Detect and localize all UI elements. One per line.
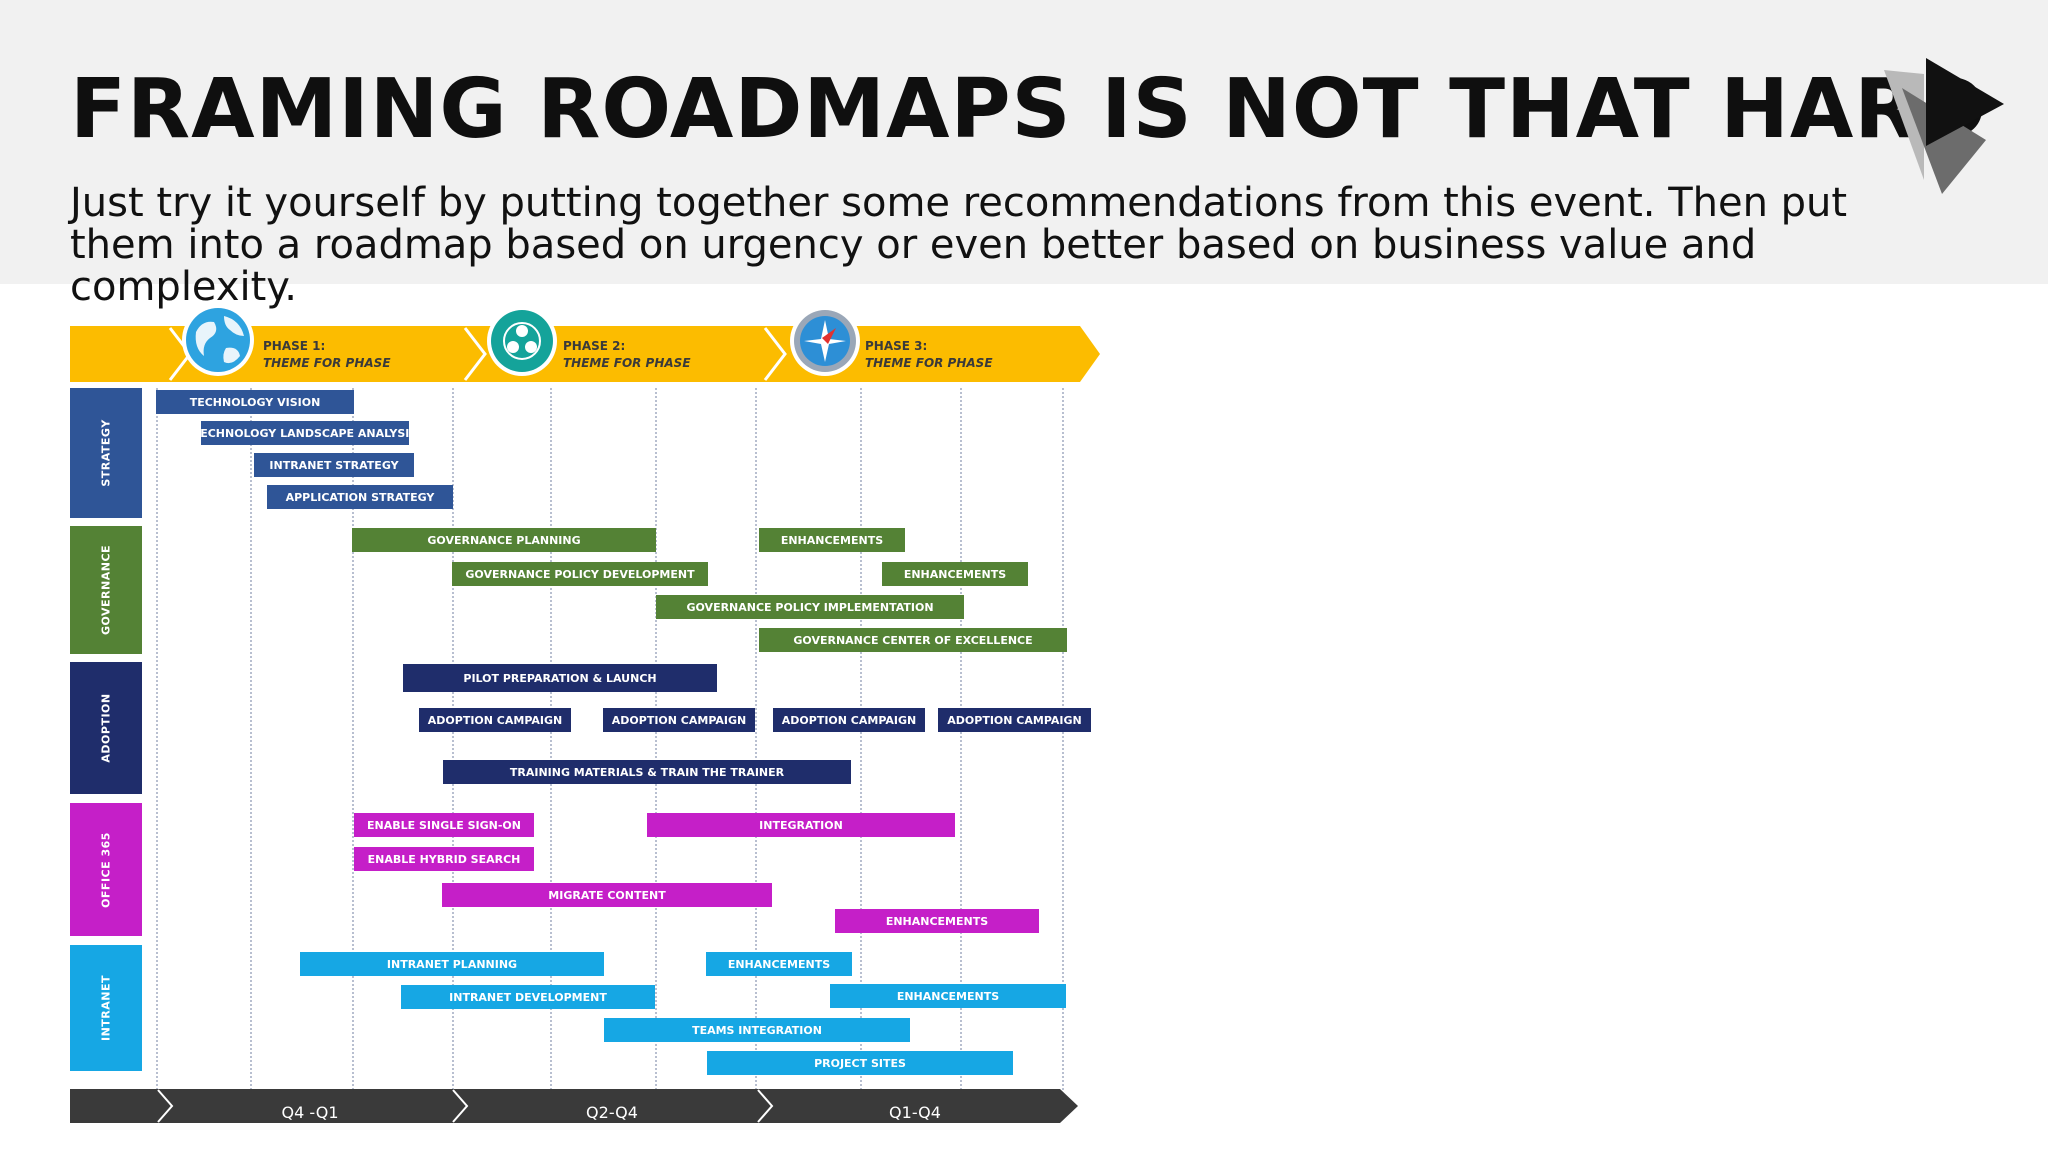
timeline-bar-fill xyxy=(70,1089,1078,1123)
lane-label: INTRANET xyxy=(99,974,113,1042)
task-bar: ENHANCEMENTS xyxy=(759,528,905,552)
task-bar: TECHNOLOGY LANDSCAPE ANALYSIS xyxy=(201,421,409,445)
time-guide xyxy=(352,388,354,1090)
lane-label: STRATEGY xyxy=(99,419,113,487)
phase-1-theme: THEME FOR PHASE xyxy=(263,356,391,370)
timeline-divider-3 xyxy=(757,1089,774,1123)
phase-3-label: PHASE 3: THEME FOR PHASE xyxy=(865,338,993,372)
phase-2-name: PHASE 2: xyxy=(563,339,626,353)
lane-label: OFFICE 365 xyxy=(99,831,113,908)
timeline-bar xyxy=(70,1089,1078,1123)
time-guide xyxy=(860,388,862,1090)
lane-office-365: OFFICE 365 xyxy=(70,803,142,936)
period-label-2: Q2-Q4 xyxy=(586,1103,638,1122)
time-guide xyxy=(655,388,657,1090)
time-guide xyxy=(755,388,757,1090)
lane-adoption: ADOPTION xyxy=(70,662,142,794)
time-guide xyxy=(250,388,252,1090)
phase-divider-3 xyxy=(763,327,787,381)
task-bar: ENABLE HYBRID SEARCH xyxy=(354,847,534,871)
lane-governance: GOVERNANCE xyxy=(70,526,142,654)
phase-1-name: PHASE 1: xyxy=(263,339,326,353)
time-guide xyxy=(960,388,962,1090)
time-guide xyxy=(1062,388,1064,1090)
lane-label: ADOPTION xyxy=(99,693,113,763)
task-bar: GOVERNANCE POLICY IMPLEMENTATION xyxy=(656,595,964,619)
task-bar: INTRANET DEVELOPMENT xyxy=(401,985,655,1009)
phase-2-label: PHASE 2: THEME FOR PHASE xyxy=(563,338,691,372)
task-bar: MIGRATE CONTENT xyxy=(442,883,772,907)
task-bar: ENHANCEMENTS xyxy=(835,909,1039,933)
task-bar: ENHANCEMENTS xyxy=(706,952,852,976)
page-title: FRAMING ROADMAPS IS NOT THAT HARD xyxy=(70,62,1988,157)
task-bar: ADOPTION CAMPAIGN xyxy=(773,708,925,732)
task-bar: ENABLE SINGLE SIGN-ON xyxy=(354,813,534,837)
lane-strategy: STRATEGY xyxy=(70,388,142,518)
play-logo-icon xyxy=(1884,58,2004,194)
period-label-3: Q1-Q4 xyxy=(889,1103,941,1122)
task-bar: INTRANET PLANNING xyxy=(300,952,604,976)
task-bar: ADOPTION CAMPAIGN xyxy=(938,708,1091,732)
phase-1-label: PHASE 1: THEME FOR PHASE xyxy=(263,338,391,372)
task-bar: GOVERNANCE CENTER OF EXCELLENCE xyxy=(759,628,1067,652)
task-bar: ENHANCEMENTS xyxy=(830,984,1066,1008)
time-guide xyxy=(156,388,158,1090)
timeline-divider-2 xyxy=(452,1089,469,1123)
page-subtitle: Just try it yourself by putting together… xyxy=(70,180,1848,310)
globe-icon xyxy=(182,304,254,376)
task-bar: INTRANET STRATEGY xyxy=(254,453,414,477)
timeline-divider-1 xyxy=(157,1089,174,1123)
phase-2-theme: THEME FOR PHASE xyxy=(563,356,691,370)
task-bar: INTEGRATION xyxy=(647,813,955,837)
header-band: FRAMING ROADMAPS IS NOT THAT HARD Just t… xyxy=(0,0,2048,308)
period-label-1: Q4 -Q1 xyxy=(281,1103,339,1122)
task-bar: TRAINING MATERIALS & TRAIN THE TRAINER xyxy=(443,760,851,784)
phase-3-theme: THEME FOR PHASE xyxy=(865,356,993,370)
phase-3-name: PHASE 3: xyxy=(865,339,928,353)
people-network-icon xyxy=(487,306,557,376)
lane-label: GOVERNANCE xyxy=(99,544,113,636)
task-bar: APPLICATION STRATEGY xyxy=(267,485,453,509)
time-guide xyxy=(550,388,552,1090)
task-bar: ENHANCEMENTS xyxy=(882,562,1028,586)
task-bar: ADOPTION CAMPAIGN xyxy=(603,708,755,732)
time-guide xyxy=(452,388,454,1090)
task-bar: ADOPTION CAMPAIGN xyxy=(419,708,571,732)
compass-icon xyxy=(790,306,860,376)
task-bar: PROJECT SITES xyxy=(707,1051,1013,1075)
roadmap-diagram: PHASE 1: THEME FOR PHASE PHASE 2: THEME … xyxy=(70,300,1100,1130)
task-bar: TEAMS INTEGRATION xyxy=(604,1018,910,1042)
task-bar: TECHNOLOGY VISION xyxy=(156,390,354,414)
task-bar: GOVERNANCE PLANNING xyxy=(352,528,656,552)
lane-intranet: INTRANET xyxy=(70,945,142,1071)
task-bar: GOVERNANCE POLICY DEVELOPMENT xyxy=(452,562,708,586)
phase-divider-2 xyxy=(463,327,487,381)
task-bar: PILOT PREPARATION & LAUNCH xyxy=(403,664,717,692)
